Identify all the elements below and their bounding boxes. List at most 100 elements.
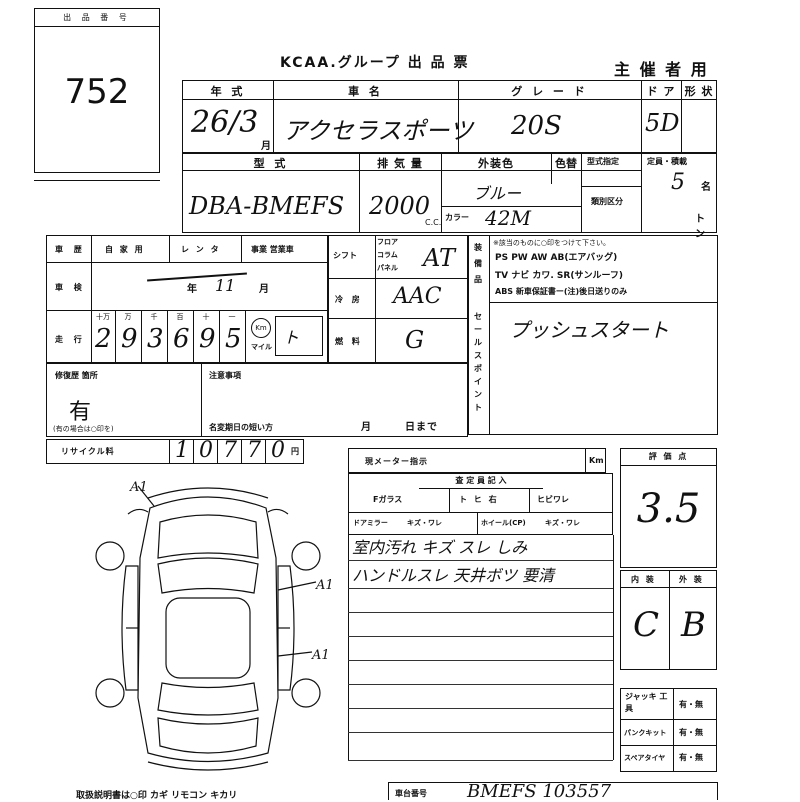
tonnage-unit: トン xyxy=(695,214,706,240)
year-value: 26/3 xyxy=(191,105,259,140)
equipment-label: 装 備 品 xyxy=(474,243,482,284)
usage-rental: レ ン タ xyxy=(181,245,221,254)
history-block: 車 歴 自 家 用 レ ン タ 事業 営業車 車 検 年 11 月 走 行 十万… xyxy=(46,235,328,363)
grade-header: グ レ ー ド xyxy=(511,85,588,98)
chassis-label: 車台番号 xyxy=(395,789,427,798)
color-swap-header: 色替 xyxy=(555,157,577,170)
lot-underline xyxy=(34,180,160,181)
sponsor-label: 主 催 者 用 xyxy=(614,60,709,79)
fglass-hibi: ヒビワレ xyxy=(537,495,569,504)
inspector-comment: ハンドルスレ 天井ボツ 要清 xyxy=(352,566,555,585)
chassis-box: 車台番号 BMEFS 103557 xyxy=(388,781,718,802)
interior-label: 内 装 xyxy=(631,575,656,584)
damage-mark: A1 xyxy=(130,480,148,495)
recycle-digit: 0 xyxy=(199,438,213,463)
mileage-digit: 5 xyxy=(225,324,242,354)
car-trunk xyxy=(157,717,259,754)
grade-value: 20S xyxy=(511,111,562,141)
shift-options: フロア コラム パネル xyxy=(377,238,398,272)
wheel-label: ホイール(CP) xyxy=(481,519,526,527)
lot-number-box: 出 品 番 号 752 xyxy=(34,8,160,173)
color-code-value: 42M xyxy=(485,206,531,230)
recycle-digit: 7 xyxy=(223,438,237,463)
repair-label: 修復歴 箇所 xyxy=(55,371,98,380)
exterior-label: 外 装 xyxy=(679,575,704,584)
equipment-row1: PS PW AW AB(エアバッグ) xyxy=(495,253,618,263)
shaken-year-unit: 年 xyxy=(187,284,198,295)
usage-label: 車 歴 xyxy=(55,245,86,254)
recycle-digit: 7 xyxy=(247,438,261,463)
model-header: 車 名 xyxy=(348,85,383,98)
aircon-label: 冷 房 xyxy=(335,295,363,304)
inspector-header: 査 定 員 記 入 Fガラス ト ヒ 右 ヒビワレ ドアミラー キズ・ワレ ホイ… xyxy=(348,473,613,535)
equipment-note: ※該当のものに○印をつけて下さい。 xyxy=(493,239,610,247)
exterior-value: B xyxy=(681,605,706,645)
jack-value: 有・無 xyxy=(679,700,703,709)
row-vehicle: 年 式 車 名 グ レ ー ド ド ア 形 状 26/3 月 アクセラスポーツ … xyxy=(182,80,717,153)
ext-color-header: 外装色 xyxy=(478,157,514,170)
puncture-value: 有・無 xyxy=(679,728,703,737)
mileage-km: Km xyxy=(251,318,271,338)
mileage-digit: 6 xyxy=(173,324,190,354)
color-name-value: ブルー xyxy=(473,184,522,203)
mileage-mile: マイル xyxy=(251,343,272,351)
capacity-unit: 名 xyxy=(701,182,712,193)
mirror-label: ドアミラー xyxy=(353,519,388,527)
jack-label: ジャッキ 工 具 xyxy=(625,692,668,713)
type-code-value: DBA-BMEFS xyxy=(189,192,345,220)
body-header: 形 状 xyxy=(684,85,714,98)
mirror-options: キズ・ワレ xyxy=(407,519,442,527)
recycle-unit: 円 xyxy=(291,447,299,456)
inspector-comment: 室内汚れ キズ スレ しみ xyxy=(352,538,528,557)
grade-score: 3.5 xyxy=(636,486,701,532)
shaken-label: 車 検 xyxy=(55,283,86,292)
damage-mark: A1 xyxy=(316,578,334,593)
repair-block: 修復歴 箇所 有 (有の場合は○印を) 注意事項 名変期日の短い方 月 日まで xyxy=(46,363,468,437)
inspector-title: 査 定 員 記 入 xyxy=(419,474,543,489)
spec-block: シフト フロア コラム パネル AT 冷 房 AAC 燃 料 G xyxy=(328,235,468,363)
car-body xyxy=(137,496,279,763)
car-hood xyxy=(157,514,259,559)
damage-mark: A1 xyxy=(312,648,330,663)
meter-row: 現メーター指示 Km xyxy=(348,448,606,473)
lot-label: 出 品 番 号 xyxy=(35,9,159,27)
year-header: 年 式 xyxy=(210,85,246,98)
displacement-value: 2000 xyxy=(369,192,431,220)
wheel-front-right xyxy=(291,541,321,571)
wheel-options: キズ・ワレ xyxy=(545,519,580,527)
car-windshield xyxy=(157,557,259,594)
doors-value: 5D xyxy=(645,109,680,137)
chassis-value: BMEFS 103557 xyxy=(467,781,612,802)
category-label: 類別区分 xyxy=(591,197,623,206)
fglass-label: Fガラス xyxy=(373,495,403,504)
car-rear-glass xyxy=(157,682,259,716)
year-month-unit: 月 xyxy=(261,141,272,152)
notes-day-unit: 日まで xyxy=(405,422,438,433)
notes-label: 注意事項 xyxy=(209,371,241,380)
wheel-rear-left xyxy=(95,678,125,708)
lot-number: 752 xyxy=(64,72,130,112)
recycle-digit: 0 xyxy=(271,438,285,463)
mileage-digit: 3 xyxy=(147,324,164,354)
interior-value: C xyxy=(633,605,660,645)
notes-month-unit: 月 xyxy=(361,422,372,433)
capacity-header: 定員・積載 xyxy=(647,157,687,166)
footer-manual: 取扱説明書は○印 カギ リモコン キカリ xyxy=(76,791,238,801)
recycle-block: リサイクル料 1 0 7 7 0 円 xyxy=(46,438,304,464)
aircon-value: AAC xyxy=(393,284,442,309)
mileage-extra: ト xyxy=(283,328,300,347)
mileage-digit: 2 xyxy=(95,324,112,354)
tools-box: ジャッキ 工 具 有・無 パンクキット 有・無 スペアタイヤ 有・無 xyxy=(620,688,717,772)
grade-label: 評 価 点 xyxy=(621,449,716,466)
grade-box: 評 価 点 3.5 xyxy=(620,448,717,568)
car-diagram xyxy=(95,485,321,771)
equipment-row3: ABS 新車保証書ー(注)後日送りのみ xyxy=(495,287,628,296)
mileage-label: 走 行 xyxy=(55,335,86,344)
fuel-label: 燃 料 xyxy=(335,337,363,346)
meter-label: 現メーター指示 xyxy=(365,457,428,466)
equipment-row2: TV ナビ カワ. SR(サンルーフ) xyxy=(495,271,624,281)
wheel-rear-right xyxy=(291,678,321,708)
car-left-side xyxy=(121,565,139,691)
spare-value: 有・無 xyxy=(679,753,703,762)
